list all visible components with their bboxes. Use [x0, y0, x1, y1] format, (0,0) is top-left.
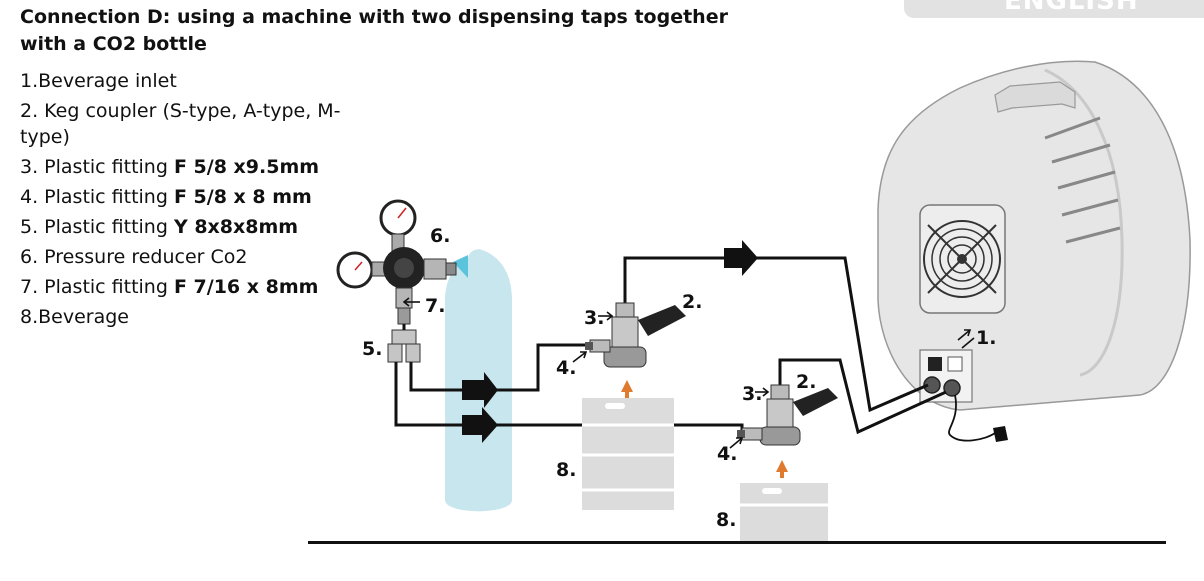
flow-arrows: [462, 240, 758, 443]
label-2-upper: 2.: [682, 291, 702, 313]
parts-list-item: 5. Plastic fitting Y 8x8x8mm: [20, 216, 299, 238]
label-6: 6.: [430, 225, 450, 247]
page-title: Connection D: using a machine with two d…: [20, 6, 728, 55]
label-7: 7.: [425, 295, 445, 317]
bottom-rule: [308, 541, 1166, 544]
label-3-lower: 3.: [742, 383, 762, 405]
parts-list-item: 8.Beverage: [20, 306, 129, 328]
label-3-upper: 3.: [584, 307, 604, 329]
parts-list-item: 6. Pressure reducer Co2: [20, 246, 248, 268]
label-2-lower: 2.: [796, 371, 816, 393]
language-tab-label: ENGLISH: [1004, 0, 1139, 16]
label-4-lower: 4.: [717, 443, 737, 465]
y-fitting: [387, 329, 421, 363]
parts-list-item: 3. Plastic fitting F 5/8 x9.5mm: [20, 156, 320, 178]
label-4-upper: 4.: [556, 357, 576, 379]
parts-list-item: 4. Plastic fitting F 5/8 x 8 mm: [20, 186, 312, 208]
orange-arrow-lower: [776, 460, 788, 478]
pressure-reducer: [336, 199, 457, 325]
keg-upper: [582, 398, 674, 510]
pointer-arrows: [402, 297, 975, 449]
label-1: 1.: [976, 327, 996, 349]
label-8-lower: 8.: [716, 509, 736, 531]
label-5: 5.: [362, 338, 382, 360]
keg-coupler-upper: [585, 302, 686, 368]
beer-machine: [877, 60, 1191, 442]
parts-list-item: 1.Beverage inlet: [20, 70, 177, 92]
keg-lower: [740, 483, 828, 541]
parts-list-item: 7. Plastic fitting F 7/16 x 8mm: [20, 276, 319, 298]
fan-icon: [919, 204, 1006, 314]
parts-list: 1.Beverage inlet 2. Keg coupler (S-type,…: [20, 66, 345, 332]
label-8-upper: 8.: [556, 459, 576, 481]
orange-arrow-upper: [621, 380, 633, 398]
keg-coupler-lower: [737, 384, 838, 446]
parts-list-item: 2. Keg coupler (S-type, A-type, M-type): [20, 100, 341, 148]
language-tab: ENGLISH: [904, 0, 1204, 18]
